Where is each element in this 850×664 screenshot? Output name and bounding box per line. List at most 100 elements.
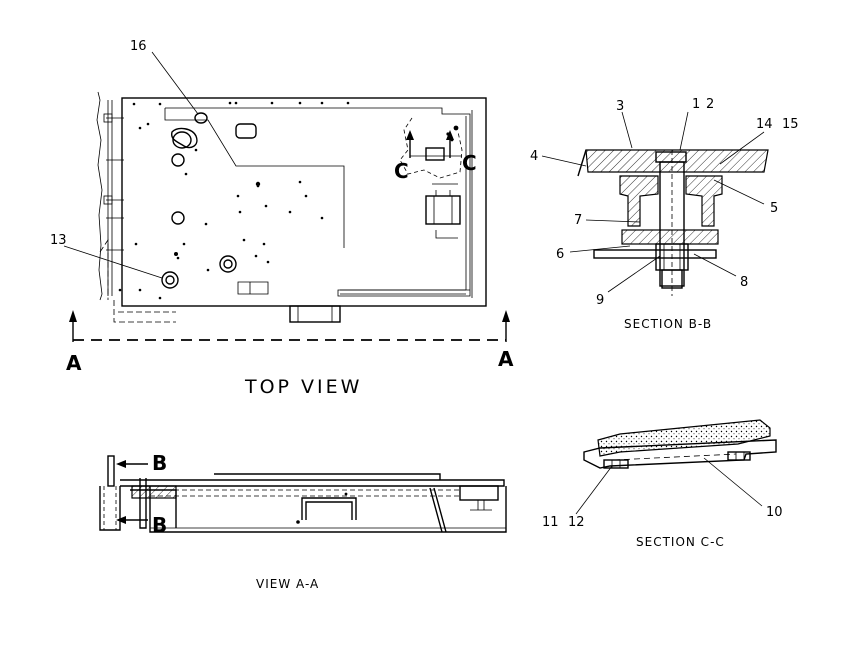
view-title-top: TOP VIEW xyxy=(244,376,362,398)
leader-8 xyxy=(693,253,737,277)
callout-6: 6 xyxy=(556,247,564,262)
callout-14: 14 xyxy=(756,117,773,132)
section-marker-a-right: A xyxy=(498,347,514,371)
callout-1: 1 xyxy=(692,97,700,112)
frame-left-rail xyxy=(107,100,113,296)
aa-left-frame xyxy=(99,486,121,531)
leader-13 xyxy=(63,245,163,279)
view-aa: B B VIEW A-A xyxy=(99,451,507,591)
section-a-arrow-left-head xyxy=(69,310,77,322)
aa-left-bracket xyxy=(107,455,115,487)
callout-9: 9 xyxy=(596,293,604,308)
plate-hole-large xyxy=(172,131,192,149)
b-arrow-bottom-head xyxy=(116,516,126,524)
inner-rail-right xyxy=(465,110,473,298)
clip-dashed xyxy=(613,453,737,461)
clip-foot-right xyxy=(727,451,751,461)
leader-6 xyxy=(569,245,631,253)
bottom-box xyxy=(289,305,341,323)
clip-foot-lines xyxy=(611,452,745,468)
leader-11-12 xyxy=(575,465,613,515)
aa-raised-plate xyxy=(214,473,441,480)
callout-16: 16 xyxy=(130,39,147,54)
aa-b-mount xyxy=(131,485,177,499)
aa-internal-bracket xyxy=(301,497,357,520)
callout-8: 8 xyxy=(740,275,748,290)
plate-bracket-low xyxy=(237,281,269,295)
frame-left-rail-2 xyxy=(106,117,124,251)
callout-12: 12 xyxy=(568,515,585,530)
section-a-arrow-right-head xyxy=(502,310,510,322)
leader-14-15 xyxy=(719,131,765,165)
top-view: 16 13 C C A A TOP VIEW xyxy=(50,39,514,398)
leader-7 xyxy=(585,219,641,223)
grommet-13-inner xyxy=(165,275,175,285)
callout-11: 11 xyxy=(542,515,559,530)
plate-slot xyxy=(235,123,257,139)
leader-1-2 xyxy=(679,111,689,151)
plate-3-edge xyxy=(577,149,587,177)
plate-3 xyxy=(585,149,769,173)
callout-5: 5 xyxy=(770,201,778,216)
aa-box xyxy=(149,486,507,533)
clip-foot-left xyxy=(603,459,629,469)
leader-9 xyxy=(607,255,661,293)
section-marker-c-right: C xyxy=(462,151,477,175)
frame-left-bracket-2 xyxy=(103,195,113,205)
clip-body xyxy=(597,419,771,457)
clip-base xyxy=(583,439,777,469)
mount-left xyxy=(619,175,659,227)
leader-3 xyxy=(621,111,633,149)
nut-9-lines xyxy=(663,244,681,270)
aa-diagonal xyxy=(429,487,447,533)
leader-4 xyxy=(541,155,587,167)
aa-left-frame-dashed xyxy=(103,486,117,530)
callout-4: 4 xyxy=(530,149,538,164)
b-arrow-top-head xyxy=(116,460,126,468)
right-bracket-box xyxy=(425,195,461,225)
callout-10: 10 xyxy=(766,505,783,520)
leader-10 xyxy=(703,457,763,507)
grommet-16 xyxy=(194,112,208,124)
plate-cutout xyxy=(170,127,198,149)
section-cc: 11 12 10 SECTION C-C xyxy=(542,419,783,549)
section-bb: 3 1 2 4 14 15 5 7 6 8 9 SECTION B-B xyxy=(530,97,799,331)
center-hole-inner xyxy=(223,259,233,269)
frame-left-edge xyxy=(96,91,103,301)
inner-panel xyxy=(164,107,471,297)
plate-washer-8 xyxy=(593,249,717,259)
leader-16 xyxy=(151,51,199,115)
section-marker-b-bottom: B xyxy=(152,513,167,537)
bottom-box-detail xyxy=(297,306,333,322)
section-marker-b-top: B xyxy=(152,451,167,475)
aa-screw xyxy=(296,520,300,524)
plate-hole-2 xyxy=(171,153,185,167)
callout-7: 7 xyxy=(574,213,582,228)
callout-15: 15 xyxy=(782,117,799,132)
section-marker-c-left: C xyxy=(394,159,409,183)
clip-c xyxy=(425,147,445,161)
aa-right-feet xyxy=(470,500,492,511)
c-arrow-right-head xyxy=(446,130,454,140)
frame-left-bracket xyxy=(103,113,113,123)
c-arrow-left-head xyxy=(406,130,414,140)
aa-right-block xyxy=(459,485,499,501)
callout-2: 2 xyxy=(706,97,714,112)
view-title-section-cc: SECTION C-C xyxy=(636,535,725,549)
rivet-dots xyxy=(118,101,459,300)
washer-6 xyxy=(621,229,719,245)
callout-13: 13 xyxy=(50,233,67,248)
view-title-aa: VIEW A-A xyxy=(256,577,319,591)
callout-3: 3 xyxy=(616,99,624,114)
aa-dashed-edge xyxy=(150,489,462,497)
leader-5 xyxy=(713,179,765,205)
frame-left-lower xyxy=(99,238,176,323)
mount-right xyxy=(685,175,723,227)
view-title-section-bb: SECTION B-B xyxy=(624,317,712,331)
aa-top-plate xyxy=(120,479,505,487)
section-marker-a-left: A xyxy=(66,351,82,375)
grommet-13-outer xyxy=(161,271,179,289)
bolt-tip xyxy=(661,269,683,289)
plate-hole-3 xyxy=(171,211,185,225)
